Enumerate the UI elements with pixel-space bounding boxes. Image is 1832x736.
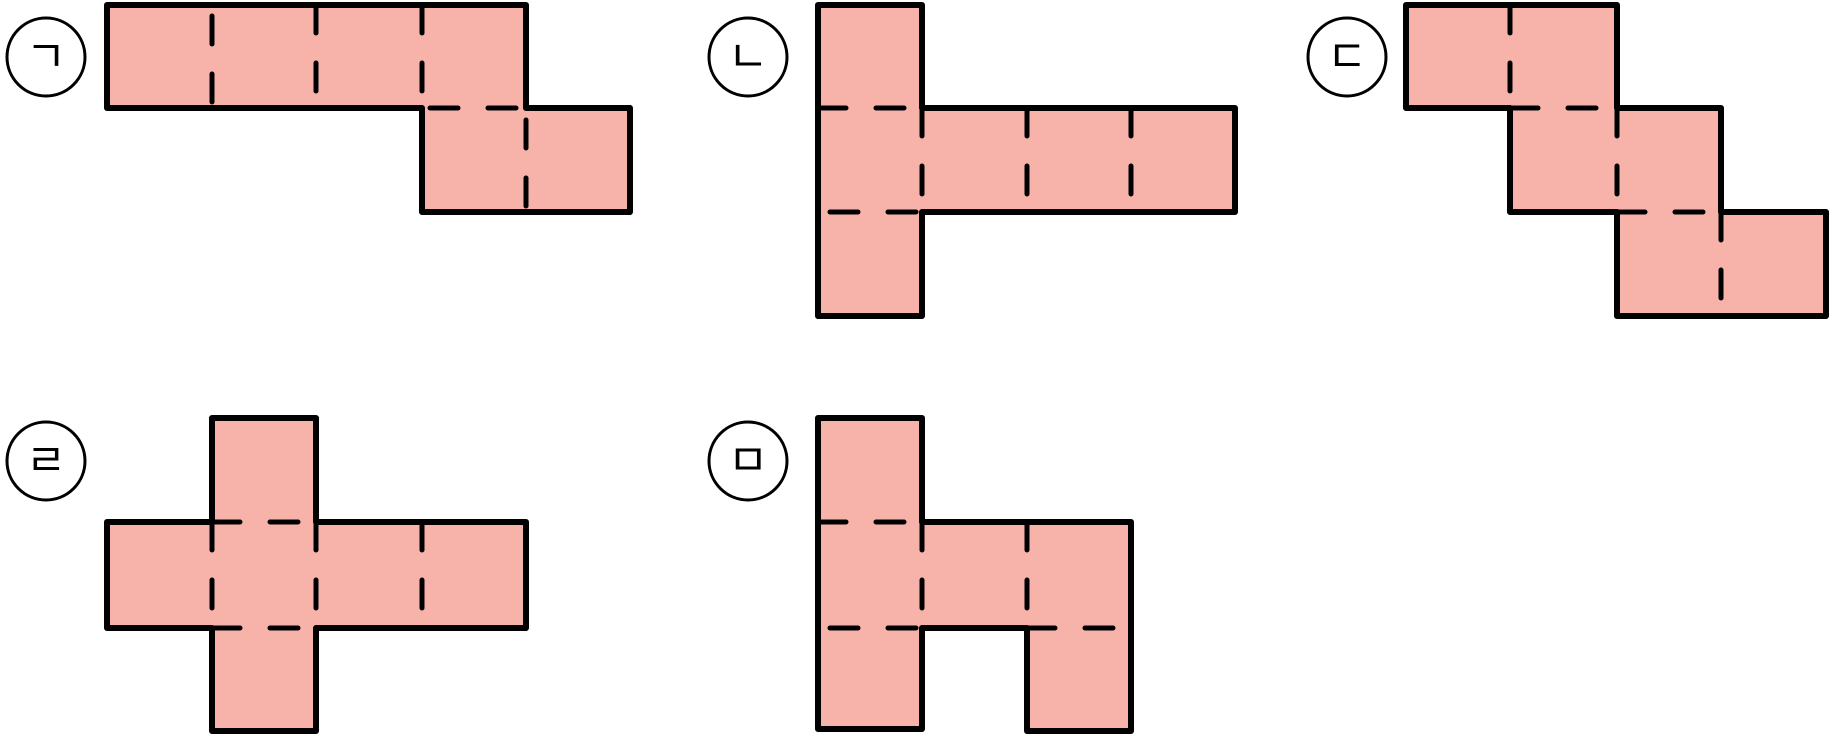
net-3-label: ㄷ bbox=[1327, 32, 1367, 83]
net-2-face-1 bbox=[818, 5, 922, 108]
net-1-face-6 bbox=[526, 108, 630, 212]
net-5-face-2 bbox=[818, 522, 922, 628]
net-3-face-6 bbox=[1721, 212, 1826, 316]
net-1-label-badge: ㄱ bbox=[5, 16, 87, 98]
net-1: ㄱ bbox=[5, 2, 633, 215]
net-2: ㄴ bbox=[707, 2, 1238, 319]
net-3-face-4 bbox=[1617, 108, 1721, 212]
net-4: ㄹ bbox=[5, 415, 529, 734]
net-5-face-3 bbox=[818, 628, 922, 729]
net-4-face-2 bbox=[107, 522, 212, 628]
net-5-face-5 bbox=[1027, 522, 1131, 628]
net-4-label-badge: ㄹ bbox=[5, 420, 87, 502]
net-5-label-circle bbox=[707, 420, 789, 502]
net-1-face-2 bbox=[212, 5, 316, 108]
net-4-face-6 bbox=[212, 628, 316, 731]
net-3-face-5 bbox=[1617, 212, 1721, 316]
net-5: ㅁ bbox=[707, 415, 1134, 734]
net-1-outline bbox=[104, 2, 633, 215]
net-5-face-1 bbox=[818, 418, 922, 522]
net-1-face-4 bbox=[422, 5, 526, 108]
net-2-face-5 bbox=[1027, 108, 1131, 212]
net-5-label-badge: ㅁ bbox=[707, 420, 789, 502]
net-4-face-3 bbox=[212, 522, 316, 628]
net-2-label: ㄴ bbox=[728, 32, 768, 83]
net-3-face-3 bbox=[1510, 108, 1617, 212]
net-2-label-circle bbox=[707, 16, 789, 98]
net-2-label-badge: ㄴ bbox=[707, 16, 789, 98]
net-2-outline bbox=[815, 2, 1238, 319]
net-4-face-5 bbox=[422, 522, 526, 628]
net-2-face-4 bbox=[922, 108, 1027, 212]
net-3-label-circle bbox=[1306, 16, 1388, 98]
net-1-face-1 bbox=[107, 5, 212, 108]
net-4-face-1 bbox=[212, 418, 316, 522]
net-5-label: ㅁ bbox=[728, 436, 768, 487]
net-2-face-3 bbox=[818, 212, 922, 316]
net-4-face-4 bbox=[316, 522, 422, 628]
net-5-outline bbox=[815, 415, 1134, 734]
net-4-label-circle bbox=[5, 420, 87, 502]
net-3-face-1 bbox=[1406, 5, 1510, 108]
net-1-face-3 bbox=[316, 5, 422, 108]
net-1-label: ㄱ bbox=[26, 32, 66, 83]
net-5-face-6 bbox=[1027, 628, 1131, 731]
net-2-face-2 bbox=[818, 108, 922, 212]
net-1-label-circle bbox=[5, 16, 87, 98]
net-5-face-4 bbox=[922, 522, 1027, 628]
net-3-face-2 bbox=[1510, 5, 1617, 108]
net-3: ㄷ bbox=[1306, 2, 1829, 319]
net-3-label-badge: ㄷ bbox=[1306, 16, 1388, 98]
net-2-face-6 bbox=[1131, 108, 1235, 212]
net-1-face-5 bbox=[422, 108, 526, 212]
net-4-label: ㄹ bbox=[26, 436, 66, 487]
